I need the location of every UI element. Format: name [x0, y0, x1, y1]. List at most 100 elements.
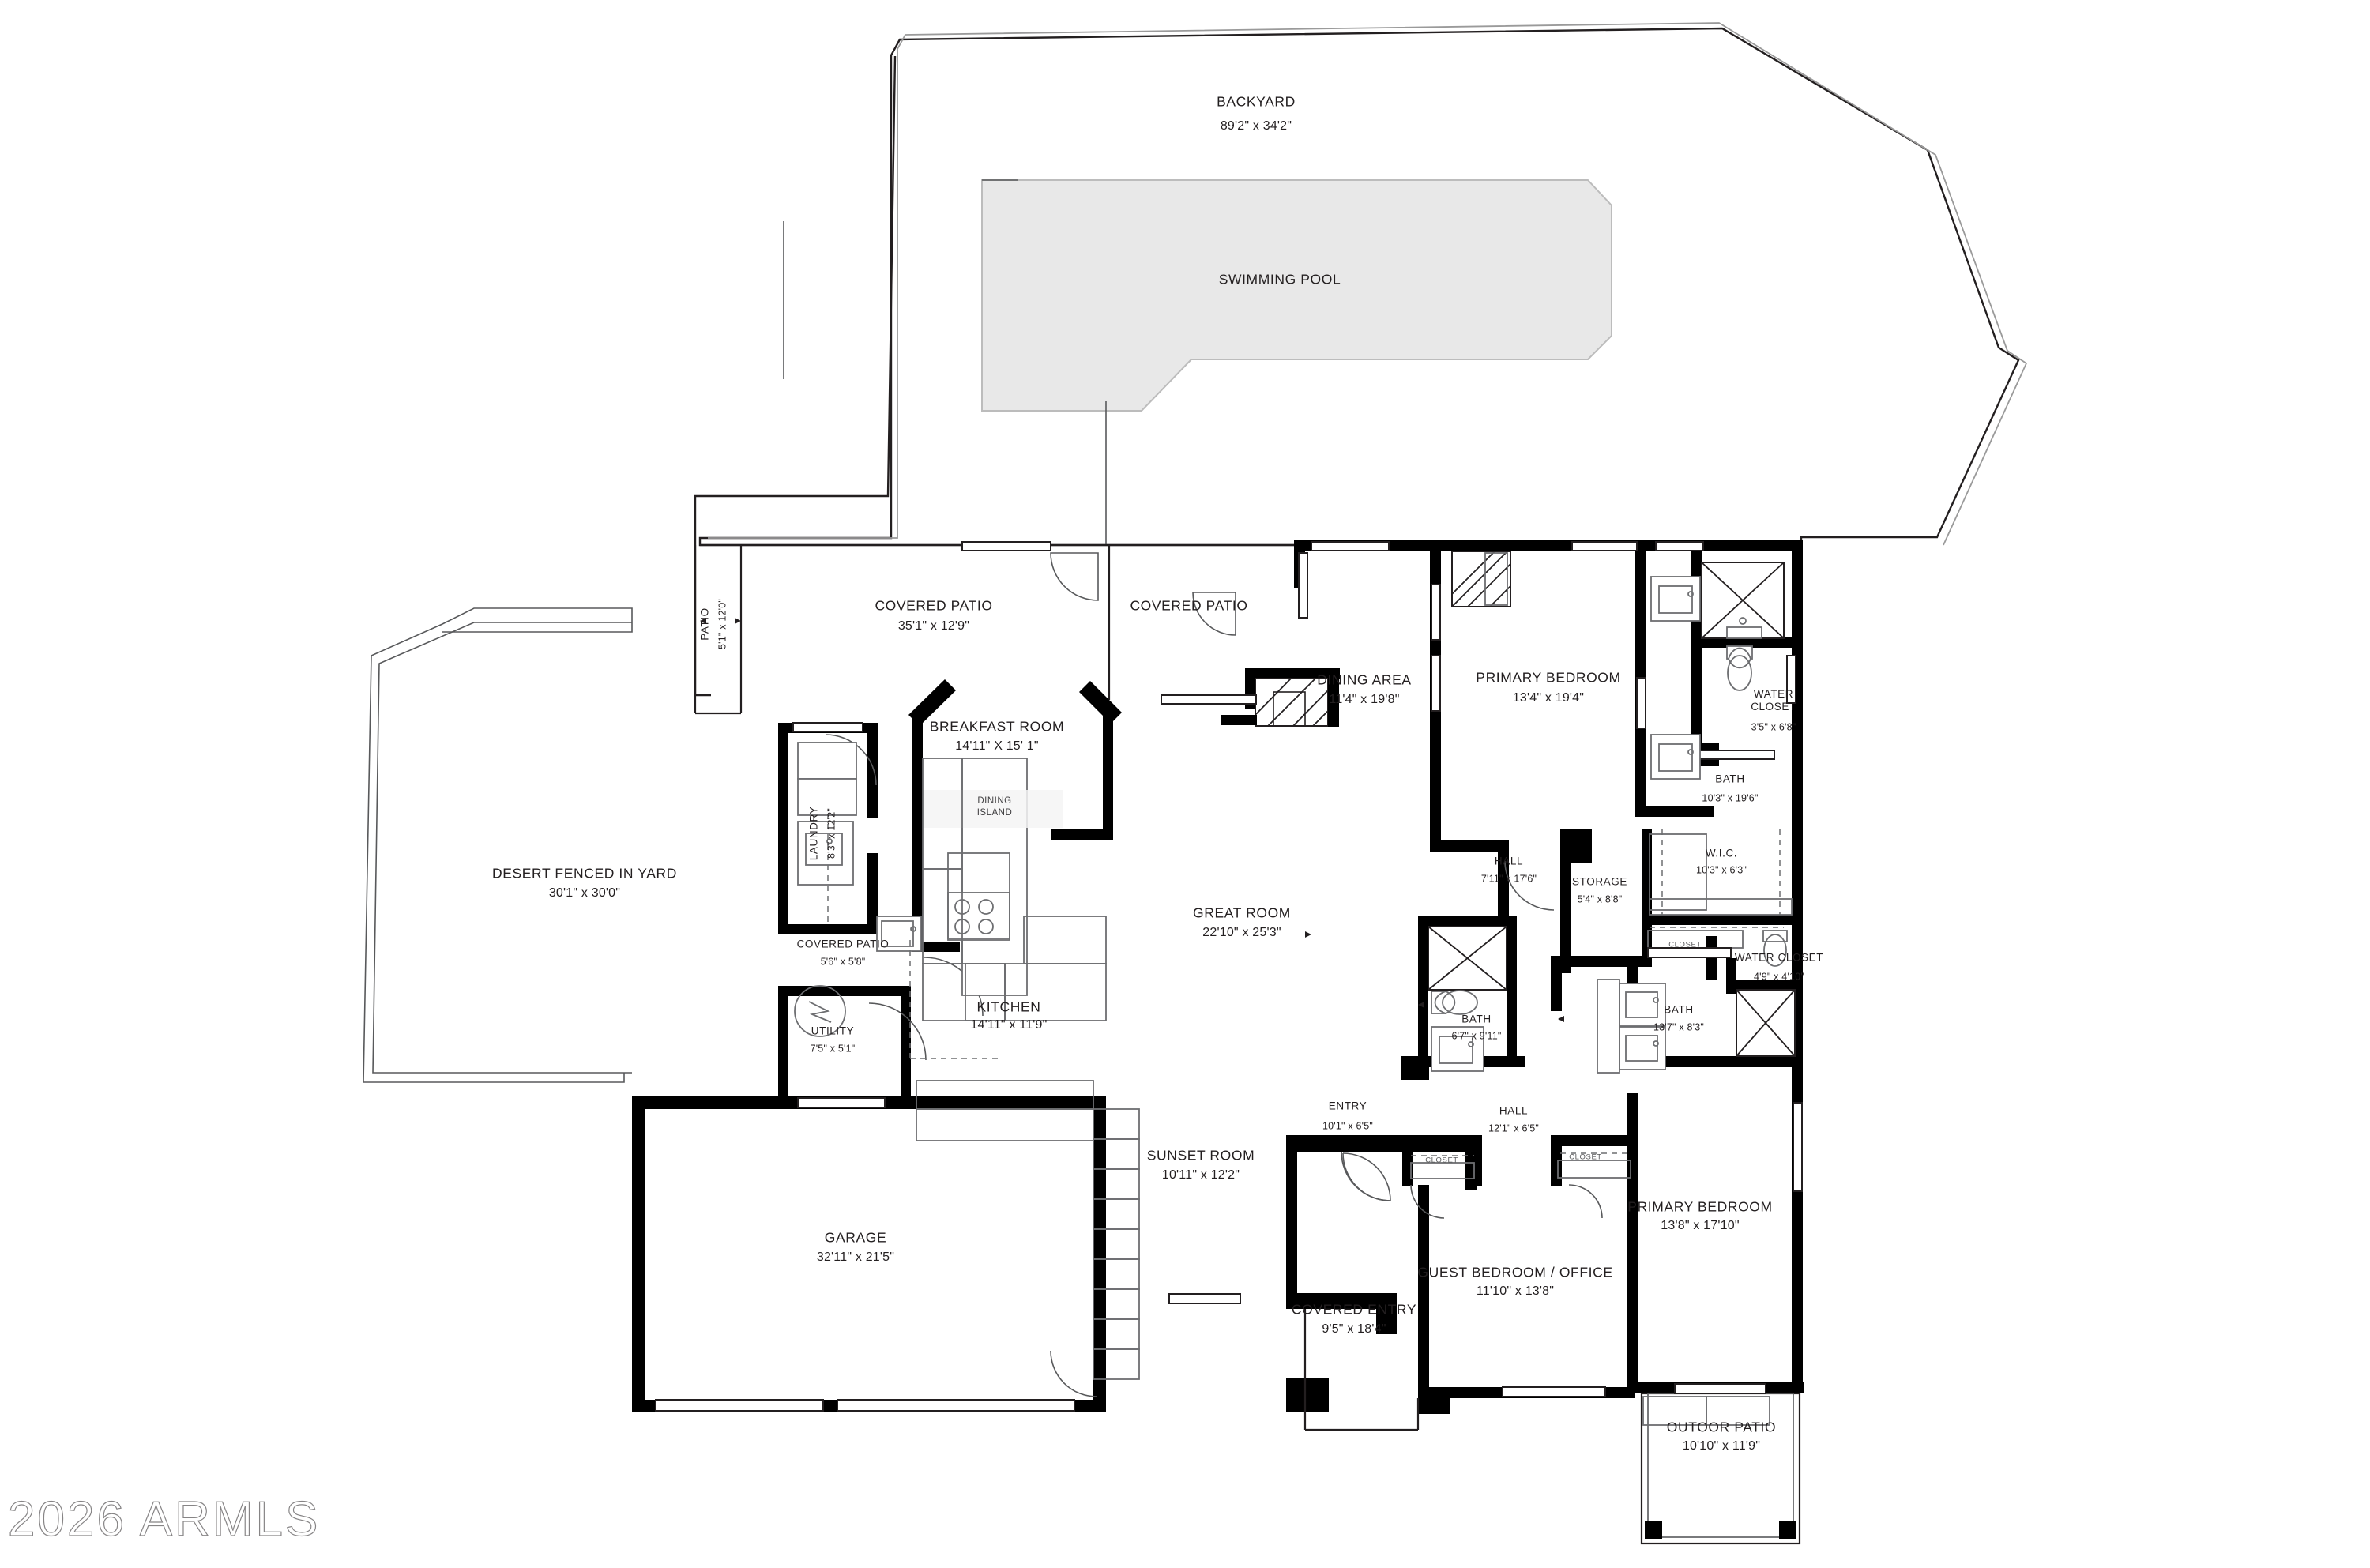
room-dimensions: 35'1" x 12'9"	[898, 619, 969, 633]
room-dimensions: 11'4" x 19'8"	[1329, 693, 1399, 706]
patio-label-dim: 5'1" x 12'0"	[717, 599, 728, 649]
room-name: COVERED PATIO	[1130, 598, 1247, 614]
primary-bedroom-hatch	[1451, 551, 1511, 607]
room-dimensions: 10'11" x 12'2"	[1162, 1168, 1240, 1182]
room-name: WATER CLOSET	[1735, 952, 1823, 964]
room-label-primary-bedroom-2: PRIMARY BEDROOM 13'8" x 17'10"	[1627, 1199, 1772, 1233]
room-label-covered-patio-2: COVERED PATIO	[1130, 598, 1247, 614]
rotated-room-labels: PATIO 5'1" x 12'0" LAUNDRY 8'3" x 12'2"	[699, 599, 837, 860]
room-dimensions: 3'5" x 6'8"	[1751, 721, 1796, 732]
room-label-covered-entry: COVERED ENTRY 9'5" x 18'4"	[1292, 1302, 1416, 1337]
room-dimensions: 12'1" x 6'5"	[1488, 1122, 1539, 1134]
room-name: BATH	[1715, 773, 1744, 785]
room-name: OUTOOR PATIO	[1667, 1419, 1776, 1435]
room-dimensions: 6'7" x 9'11"	[1451, 1030, 1501, 1041]
room-label-closet-left: CLOSET	[1425, 1156, 1458, 1165]
room-dimensions: 7'11" x 17'6"	[1481, 873, 1537, 884]
room-label-wic: W.I.C. 10'3" x 6'3"	[1696, 848, 1747, 876]
garage-step-treads	[916, 1080, 1140, 1380]
room-name: SWIMMING POOL	[1219, 272, 1341, 288]
plumbing-and-appliance-fixtures	[794, 552, 1788, 1426]
copyright-watermark: 2026 ARMLS	[7, 1491, 321, 1547]
room-name: BATH	[1462, 1013, 1491, 1025]
room-label-bath-guest: BATH 6'7" x 9'11"	[1451, 1013, 1501, 1042]
room-dimensions: 4'9" x 4'10"	[1754, 971, 1804, 982]
toilet-water-closet-2	[1762, 930, 1788, 967]
room-dimensions: 89'2" x 34'2"	[1221, 119, 1292, 133]
room-dimensions: 13'8" x 17'10"	[1661, 1219, 1739, 1232]
laundry-label-name: LAUNDRY	[808, 807, 820, 860]
room-dimensions: 7'5" x 5'1"	[811, 1043, 856, 1054]
room-name: COVERED ENTRY	[1292, 1302, 1416, 1318]
room-name: COVERED PATIO	[875, 598, 992, 614]
room-name: DESERT FENCED IN YARD	[492, 866, 677, 882]
desert-yard-outline	[363, 607, 633, 1083]
room-label-hall-1: HALL 7'11" x 17'6"	[1481, 855, 1537, 885]
room-name: STORAGE	[1572, 876, 1627, 888]
patio-label-name: PATIO	[699, 607, 711, 641]
room-dimensions: 32'11" x 21'5"	[817, 1250, 894, 1264]
room-label-closet-wic: CLOSET	[1668, 941, 1702, 949]
room-label-water-closet-2: WATER CLOSET 4'9" x 4'10"	[1735, 952, 1823, 983]
room-label-guest-bedroom: GUEST BEDROOM / OFFICE 11'10" x 13'8"	[1417, 1265, 1612, 1299]
shower-lower-right	[1736, 989, 1796, 1057]
room-name: HALL	[1499, 1105, 1528, 1117]
room-label-garage: GARAGE 32'11" x 21'5"	[817, 1230, 894, 1265]
room-dimensions: 22'10" x 25'3"	[1202, 926, 1281, 939]
room-name: W.I.C.	[1706, 848, 1737, 859]
room-name: GUEST BEDROOM / OFFICE	[1417, 1265, 1612, 1280]
toilet-water-closet-1	[1726, 645, 1753, 691]
room-label-bath-primary-1: BATH 10'3" x 19'6"	[1702, 773, 1758, 804]
room-dimensions: 14'11" X 15' 1"	[955, 739, 1039, 753]
room-label-utility: UTILITY 7'5" x 5'1"	[811, 1025, 856, 1055]
room-dimensions: 30'1" x 30'0"	[549, 886, 620, 900]
room-name: GREAT ROOM	[1193, 905, 1291, 921]
laundry-label-dim: 8'3" x 12'2"	[826, 808, 837, 859]
room-name: HALL	[1495, 855, 1523, 867]
swimming-pool-shape	[981, 179, 1612, 412]
room-label-entry: ENTRY 10'1" x 6'5"	[1322, 1100, 1373, 1132]
room-name: CLOSET	[1425, 1156, 1458, 1165]
room-name: CLOSET	[1668, 941, 1702, 949]
room-name: CLOSET	[1569, 1153, 1602, 1162]
room-name: GARAGE	[825, 1230, 886, 1246]
room-label-great-room: GREAT ROOM 22'10" x 25'3"	[1193, 905, 1291, 940]
west-wing-walls	[632, 679, 1122, 1412]
room-label-swimming-pool: SWIMMING POOL	[1219, 272, 1341, 288]
toilet-guest-bath	[1431, 990, 1478, 1015]
room-name: UTILITY	[811, 1025, 854, 1037]
room-dimensions: 11'10" x 13'8"	[1477, 1284, 1554, 1298]
room-dimensions: 10'10" x 11'9"	[1683, 1439, 1760, 1453]
room-dimensions: 10'1" x 6'5"	[1322, 1120, 1373, 1131]
room-labels-layer: BACKYARD 89'2" x 34'2" SWIMMING POOL COVERE…	[492, 94, 1823, 1453]
room-name: DINING AREA	[1317, 672, 1411, 688]
room-name: BREAKFAST ROOM	[930, 719, 1064, 735]
room-name: PRIMARY BEDROOM	[1627, 1199, 1772, 1215]
room-label-primary-bedroom-1: PRIMARY BEDROOM 13'4" x 19'4"	[1476, 670, 1620, 705]
room-label-breakfast-room: BREAKFAST ROOM 14'11" X 15' 1"	[930, 719, 1064, 754]
room-label-dining-area: DINING AREA 11'4" x 19'8"	[1317, 672, 1411, 707]
room-name: BACKYARD	[1217, 94, 1296, 110]
room-label-outdoor-patio: OUTOOR PATIO 10'10" x 11'9"	[1667, 1419, 1776, 1453]
dimension-tick-marks	[700, 618, 1564, 1022]
room-name: KITCHEN	[976, 999, 1040, 1015]
room-dimensions: 9'5" x 18'4"	[1322, 1322, 1386, 1336]
room-dimensions: 5'6" x 5'8"	[821, 956, 866, 967]
room-label-backyard: BACKYARD 89'2" x 34'2"	[1217, 94, 1296, 133]
room-dimensions: 13'7" x 8'3"	[1653, 1021, 1704, 1032]
room-name: PRIMARY BEDROOM	[1476, 670, 1620, 686]
windows-and-openings	[792, 541, 1803, 1397]
room-dimensions: 13'4" x 19'4"	[1513, 691, 1584, 705]
room-name: ENTRY	[1329, 1100, 1367, 1112]
room-dimensions: 10'3" x 6'3"	[1696, 864, 1747, 875]
room-dimensions: 10'3" x 19'6"	[1702, 792, 1758, 803]
dining-hatch	[1255, 678, 1329, 727]
